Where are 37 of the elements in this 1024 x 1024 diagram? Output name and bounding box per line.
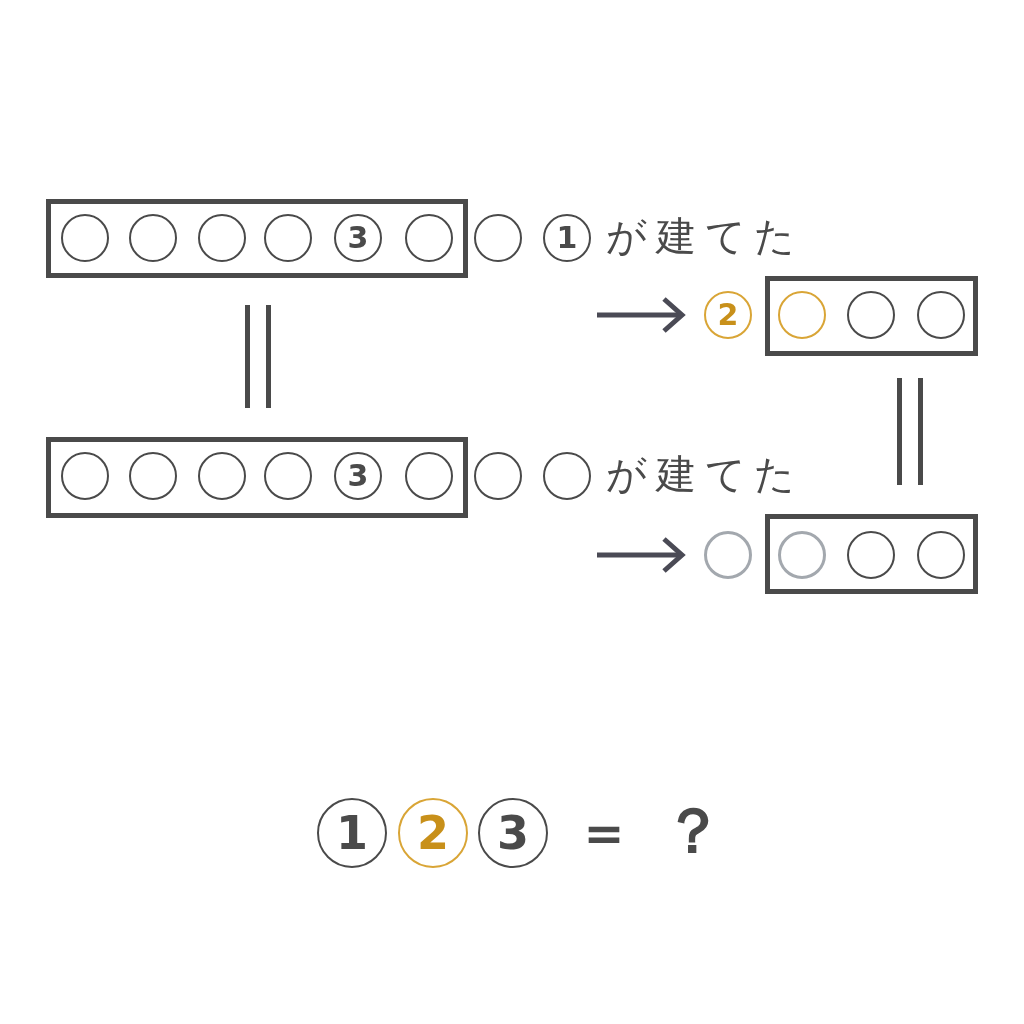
blank-circle — [405, 452, 453, 500]
blank-circle — [847, 531, 895, 579]
verb-phrase: が建てた — [606, 216, 805, 256]
blank-circle — [264, 452, 312, 500]
blank-circle — [61, 452, 109, 500]
blank-circle — [778, 531, 826, 579]
blank-circle — [474, 452, 522, 500]
circled-number: 2 — [398, 798, 468, 868]
blank-circle — [264, 214, 312, 262]
circled-number: 3 — [478, 798, 548, 868]
blank-circle — [474, 214, 522, 262]
blank-circle — [405, 214, 453, 262]
question-mark: ？ — [662, 800, 724, 862]
bracket-frame — [46, 437, 468, 518]
blank-circle — [129, 214, 177, 262]
circled-number: 1 — [317, 798, 387, 868]
blank-circle — [778, 291, 826, 339]
blank-circle — [61, 214, 109, 262]
bracket-frame — [765, 276, 978, 356]
circled-number: 1 — [543, 214, 591, 262]
blank-circle — [543, 452, 591, 500]
circled-number: 2 — [704, 291, 752, 339]
blank-circle — [704, 531, 752, 579]
blank-circle — [917, 531, 965, 579]
circled-number: 3 — [334, 452, 382, 500]
blank-circle — [198, 452, 246, 500]
arrow — [597, 296, 685, 334]
blank-circle — [847, 291, 895, 339]
blank-circle — [198, 214, 246, 262]
bracket-frame — [46, 199, 468, 278]
arrow — [597, 536, 685, 574]
blank-circle — [917, 291, 965, 339]
verb-phrase: が建てた — [606, 454, 805, 494]
equals-text: ＝ — [576, 804, 632, 860]
bracket-frame — [765, 514, 978, 594]
blank-circle — [129, 452, 177, 500]
circled-number: 3 — [334, 214, 382, 262]
